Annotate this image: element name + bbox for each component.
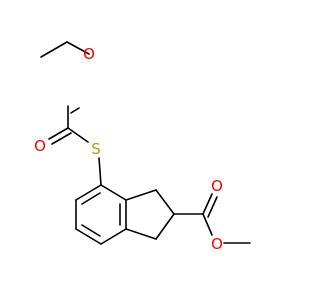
atom-o-carbonyl2: O <box>211 177 223 195</box>
bond-ring-c3a-c4 <box>100 184 127 201</box>
bond-ethyl-ch2-o <box>66 41 90 55</box>
bond-c3-c2 <box>155 189 175 215</box>
bond-s-ring <box>98 157 102 186</box>
bond-ring-c7-c7a <box>100 228 127 245</box>
bond-ring-c6-c7 <box>75 228 102 245</box>
bond-c3a-c3 <box>125 189 157 201</box>
bond-ethyl-ch3-ch2 <box>40 41 68 58</box>
bond-carbonyl-double-1 <box>48 127 69 140</box>
bond-o-carbonyl-c <box>70 107 80 114</box>
bond-carboxyl-c-o <box>202 213 213 236</box>
bond-ring-inner-2 <box>81 224 101 237</box>
atom-s: S <box>91 140 101 158</box>
bond-carboxyl-double-1 <box>202 193 213 215</box>
bond-ring-inner-1 <box>81 192 101 205</box>
bond-carbonyl-double-2 <box>51 132 72 145</box>
bond-ring-c4-c5 <box>75 184 102 201</box>
bond-c-s <box>67 127 89 143</box>
bond-carboxyl-double-2 <box>207 196 218 218</box>
bond-c2-c1 <box>155 213 175 240</box>
atom-o-ester: O <box>83 45 95 63</box>
molecule-structure: O O S O O <box>34 41 251 253</box>
atom-o-carbonyl: O <box>34 137 46 155</box>
bond-c1-c7a <box>125 228 157 240</box>
atom-o-methoxy: O <box>211 235 223 253</box>
